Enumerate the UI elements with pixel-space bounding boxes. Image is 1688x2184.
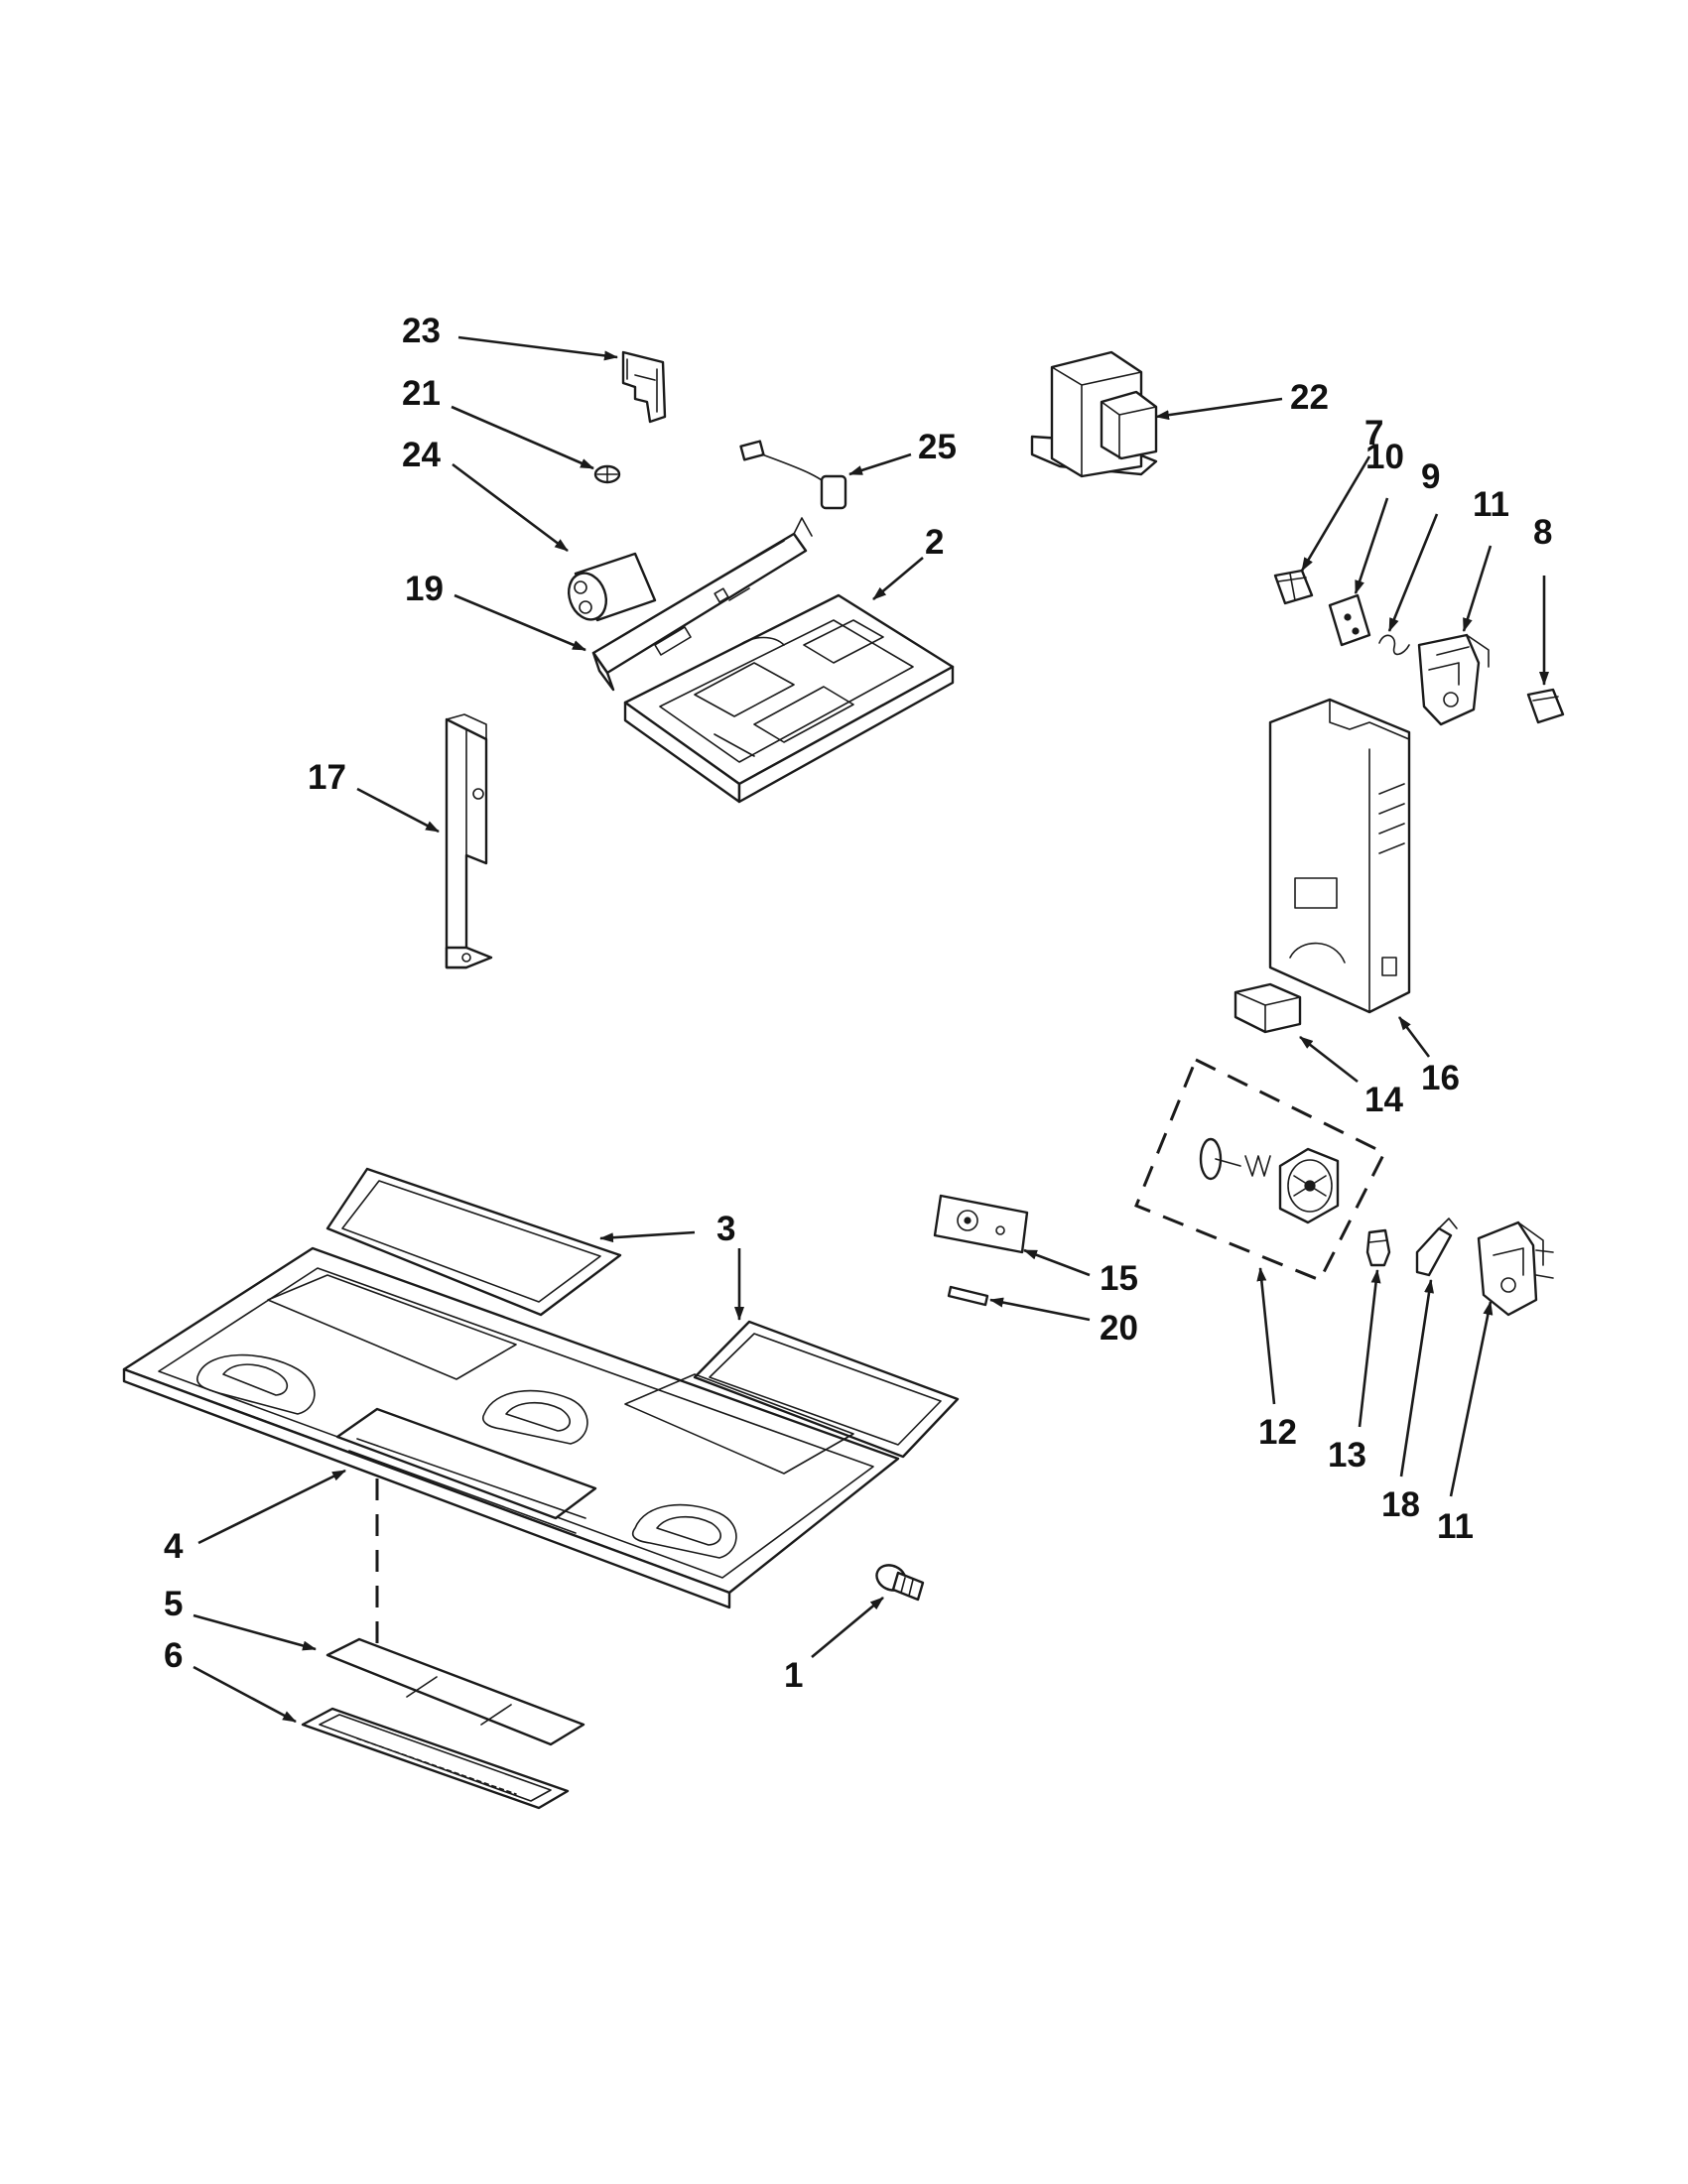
callout-6: 6 — [164, 1636, 183, 1675]
part-5-panel — [325, 1637, 585, 1746]
callout-2: 2 — [925, 523, 944, 562]
callout-10: 10 — [1365, 438, 1404, 476]
part-12-assembly — [1134, 1057, 1387, 1282]
callout-19: 19 — [405, 570, 444, 608]
callout-16: 16 — [1421, 1059, 1460, 1097]
callout-22: 22 — [1290, 378, 1329, 417]
part-13-holder — [1365, 1228, 1391, 1267]
part-22-transformer — [1030, 350, 1158, 478]
part-10-latch — [1328, 593, 1371, 647]
part-11-latch-bracket-top — [1417, 633, 1490, 726]
callout-7: 7 — [1364, 414, 1383, 452]
callout-9: 9 — [1421, 457, 1440, 496]
part-25-fuse — [739, 440, 847, 510]
part-6-frame — [301, 1707, 570, 1810]
part-17-bracket — [445, 713, 493, 969]
part-23-bracket — [621, 350, 667, 424]
part-9-spring — [1378, 634, 1410, 656]
callout-25: 25 — [918, 428, 957, 466]
callout-20: 20 — [1100, 1309, 1138, 1348]
part-12-spring — [1244, 1155, 1271, 1177]
part-3-filter-right — [693, 1320, 960, 1459]
callout-11-bottom: 11 — [1437, 1507, 1474, 1546]
part-8-switch — [1526, 688, 1565, 724]
part-24-capacitor — [567, 552, 657, 622]
callout-15: 15 — [1100, 1259, 1138, 1298]
callout-24: 24 — [402, 436, 441, 474]
part-15-plate — [933, 1194, 1029, 1254]
callout-1: 1 — [784, 1656, 803, 1695]
part-2-base-plate — [623, 593, 955, 804]
callout-14: 14 — [1364, 1081, 1403, 1119]
callout-12: 12 — [1258, 1413, 1297, 1452]
callout-3-a: 3 — [716, 1210, 735, 1248]
part-4-bottom-plate — [122, 1246, 900, 1609]
callout-11-top: 11 — [1473, 485, 1509, 524]
part-20-fuse — [947, 1285, 989, 1307]
part-1-bulb — [875, 1564, 925, 1602]
part-21-clip — [593, 464, 621, 484]
callout-17: 17 — [308, 758, 346, 797]
callout-5: 5 — [164, 1585, 183, 1623]
part-7-switch — [1273, 569, 1314, 605]
part-3-filter-left — [325, 1167, 622, 1317]
part-18-switch — [1415, 1218, 1458, 1277]
callout-23: 23 — [402, 312, 441, 350]
part-12-shaft — [1199, 1137, 1241, 1181]
part-12-stirrer — [1278, 1147, 1340, 1224]
callout-18: 18 — [1381, 1485, 1420, 1524]
leader-lines — [193, 335, 1549, 1724]
part-16-cover — [1268, 698, 1411, 1014]
part-14-box — [1234, 982, 1302, 1034]
part-19-bracket — [591, 517, 813, 692]
part-11-latch-bracket-bottom — [1477, 1220, 1554, 1317]
callout-8: 8 — [1533, 513, 1552, 552]
callout-21: 21 — [402, 374, 441, 413]
callout-labels: 23 21 24 19 25 2 22 7 10 9 11 8 17 16 14… — [164, 312, 1552, 1695]
callout-4: 4 — [164, 1527, 184, 1566]
callout-13: 13 — [1328, 1436, 1366, 1475]
